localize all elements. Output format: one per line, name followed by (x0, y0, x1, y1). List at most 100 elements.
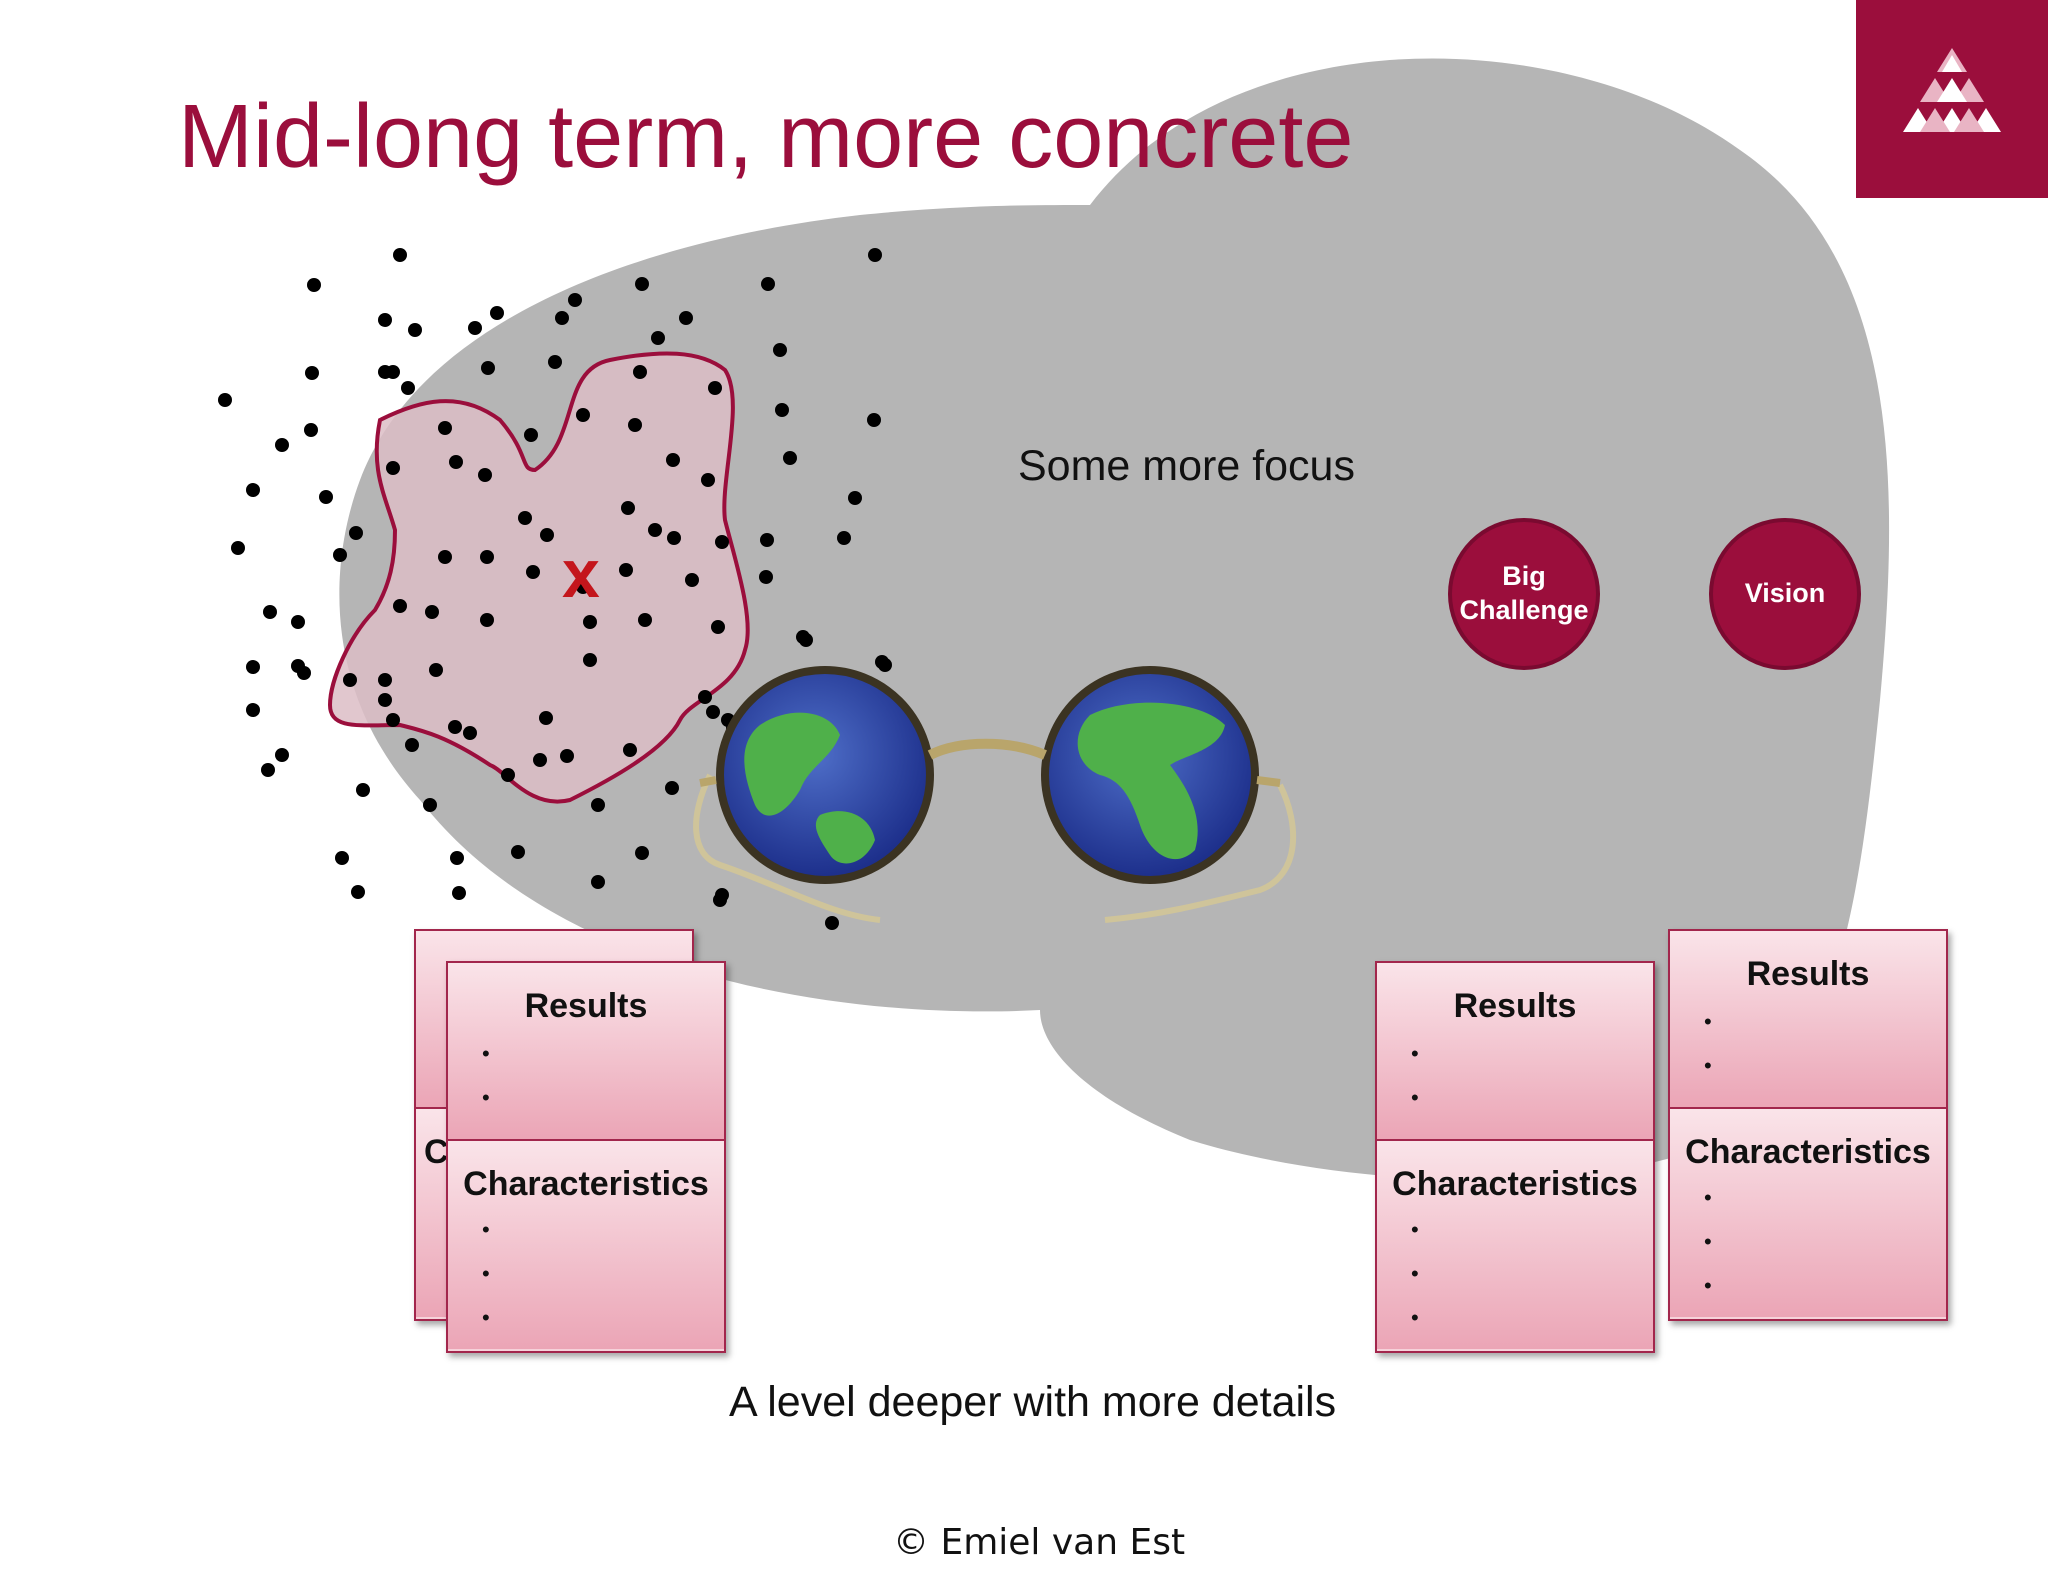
characteristics-bullet: • (482, 1305, 490, 1330)
results-bullet: • (1411, 1085, 1419, 1110)
dot (275, 438, 289, 452)
dot (449, 455, 463, 469)
dot (628, 418, 642, 432)
dot (665, 781, 679, 795)
dot (715, 535, 729, 549)
dot (423, 798, 437, 812)
results-bullet: • (1411, 1041, 1419, 1066)
dot (635, 846, 649, 860)
dot (679, 311, 693, 325)
dot (305, 366, 319, 380)
characteristics-bullet: • (482, 1217, 490, 1242)
characteristics-bullet: • (1411, 1261, 1419, 1286)
dot (524, 428, 538, 442)
dot (623, 743, 637, 757)
glasses-globe-icon (693, 666, 1297, 923)
dot (393, 248, 407, 262)
results-heading: Results (1746, 955, 1870, 993)
dot (775, 403, 789, 417)
results-bullet: • (482, 1085, 490, 1110)
dot (667, 531, 681, 545)
dot (651, 331, 665, 345)
dot (698, 690, 712, 704)
dot (591, 798, 605, 812)
dot (715, 888, 729, 902)
dot (246, 703, 260, 717)
dot (351, 885, 365, 899)
dot (333, 548, 347, 562)
dot (635, 277, 649, 291)
dot (576, 580, 590, 594)
dot (378, 693, 392, 707)
dot (246, 483, 260, 497)
dot (666, 453, 680, 467)
characteristics-heading: Characteristics (463, 1165, 709, 1203)
dot (783, 451, 797, 465)
dot (386, 713, 400, 727)
dot (463, 726, 477, 740)
uncertainty-shape (327, 351, 750, 804)
dot (261, 763, 275, 777)
results-bullet: • (482, 1041, 490, 1066)
dot (438, 550, 452, 564)
dots-group (218, 248, 892, 930)
dot (231, 541, 245, 555)
dot (518, 511, 532, 525)
copyright: © Emiel van Est (893, 1522, 1186, 1563)
dot (867, 413, 881, 427)
dot (583, 653, 597, 667)
dot (875, 655, 889, 669)
dot (568, 293, 582, 307)
dot (429, 663, 443, 677)
dot (555, 311, 569, 325)
dot (304, 423, 318, 437)
characteristics-heading: Characteristics (1392, 1165, 1638, 1203)
dot (480, 613, 494, 627)
characteristics-bullet: • (1411, 1305, 1419, 1330)
dot (378, 313, 392, 327)
dot (511, 845, 525, 859)
dot (701, 473, 715, 487)
dot (408, 323, 422, 337)
dot (526, 565, 540, 579)
dot (619, 563, 633, 577)
dot (297, 666, 311, 680)
big-challenge-circle: Big Challenge (1452, 522, 1596, 666)
dot (490, 306, 504, 320)
dot (452, 886, 466, 900)
dot (448, 720, 462, 734)
card-right-1: Results • • Characteristics • • • (1375, 961, 1655, 1353)
characteristics-bullet: • (1411, 1217, 1419, 1242)
characteristics-bullet: • (1704, 1229, 1712, 1254)
logo-triangle-icon (1903, 48, 2001, 132)
dot (263, 605, 277, 619)
dot (711, 620, 725, 634)
results-bullet: • (1704, 1009, 1712, 1034)
dot (386, 365, 400, 379)
dot (848, 491, 862, 505)
dot (633, 365, 647, 379)
results-heading: Results (1453, 987, 1577, 1025)
dot (319, 490, 333, 504)
slide-title: Mid-long term, more concrete (178, 87, 1354, 187)
dot (291, 615, 305, 629)
dot (393, 599, 407, 613)
dot (356, 783, 370, 797)
focus-marker: x (562, 536, 600, 612)
dot (825, 916, 839, 930)
dot (540, 528, 554, 542)
dot (539, 711, 553, 725)
dot (621, 501, 635, 515)
dot (425, 605, 439, 619)
brand-logo (1856, 0, 2048, 198)
dot (799, 633, 813, 647)
dot (501, 768, 515, 782)
characteristics-bullet: • (1704, 1273, 1712, 1298)
dot (478, 468, 492, 482)
dot (706, 705, 720, 719)
dot (560, 749, 574, 763)
deeper-label: A level deeper with more details (729, 1378, 1337, 1426)
results-heading: Results (524, 987, 648, 1025)
